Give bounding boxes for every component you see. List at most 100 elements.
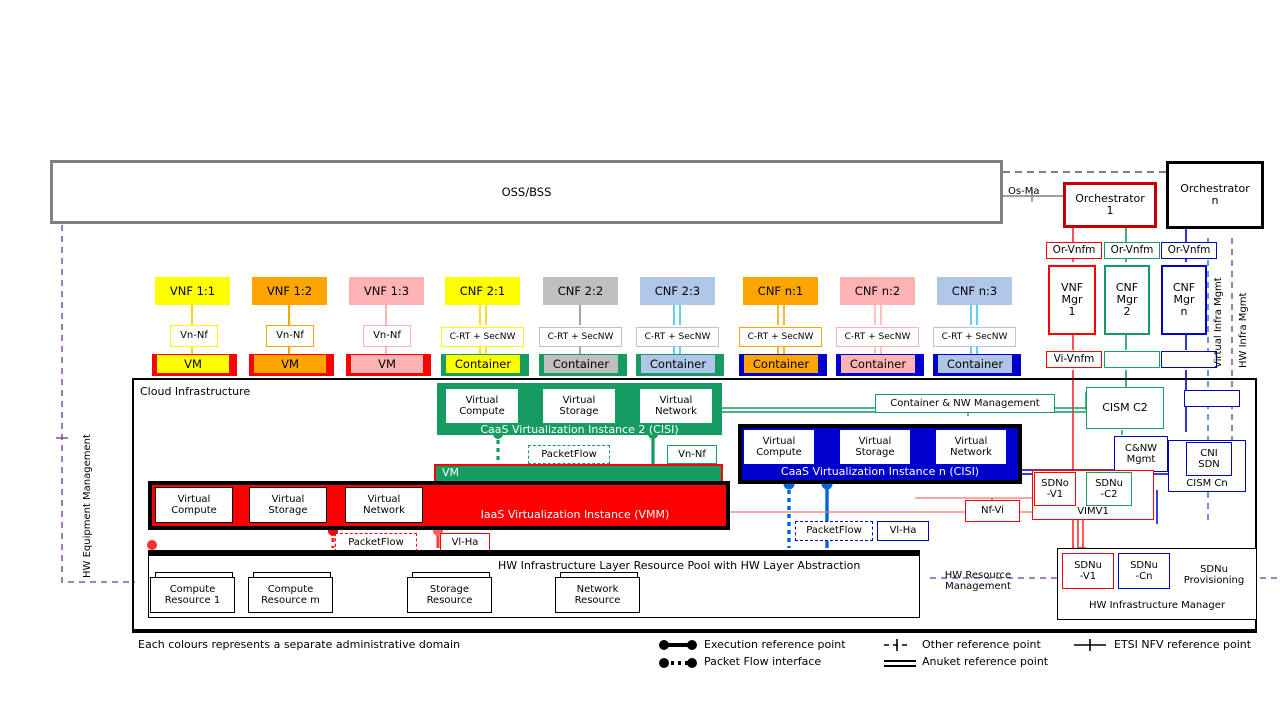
cnw-mgmt-box[interactable]: C&NW Mgmt [1114,436,1168,472]
vmm-virtual-network[interactable]: Virtual Network [345,487,423,523]
cisi2-packetflow-box[interactable]: PacketFlow [528,445,610,464]
cisin-packetflow-box[interactable]: PacketFlow [795,521,873,541]
cni-sdn-box[interactable]: CNI SDN [1186,442,1232,476]
c-rt-secnw-box-5[interactable]: C-RT + SecNW [836,327,919,347]
compute-resource-m-l1: Compute [267,583,314,595]
legend-anuket-reference-point-label: Anuket reference point [922,655,1049,668]
vmm-vn-l2: Network [363,505,405,516]
sdnu-c2-box[interactable]: SDNu -C2 [1086,472,1132,506]
vmm-virtual-storage[interactable]: Virtual Storage [249,487,327,523]
c-rt-secnw-box-3[interactable]: C-RT + SecNW [636,327,719,347]
vn-nf-box-2[interactable]: Vn-Nf [266,325,314,347]
ossbss-label: OSS/BSS [501,184,552,199]
cisi2-title: CaaS Virtualization Instance 2 (CISI) [480,422,679,436]
or-vnfm-red-box[interactable]: Or-Vnfm [1046,242,1102,259]
vnf-mgr-1-box[interactable]: VNF Mgr 1 [1048,265,1096,335]
c-rt-secnw-box-1[interactable]: C-RT + SecNW [441,327,524,347]
vnf-1-2-box[interactable]: VNF 1:2 [252,277,327,305]
vnf-1-3-box[interactable]: VNF 1:3 [349,277,424,305]
vm-strip-3[interactable]: VM [351,355,423,373]
cnf-mgr-n-l1: CNF [1172,280,1196,294]
cisi2-vn-nf-box[interactable]: Vn-Nf [667,445,717,464]
cisi2-vn-nf-label: Vn-Nf [678,448,706,460]
container-strip-4[interactable]: Container [744,355,818,373]
cisin-virtual-network[interactable]: Virtual Network [936,430,1006,464]
cism-c2-label: CISM C2 [1102,400,1148,414]
c-rt-secnw-label-2: C-RT + SecNW [547,331,614,342]
c-rt-secnw-box-4[interactable]: C-RT + SecNW [739,327,822,347]
cnf-n-1-label: CNF n:1 [757,283,804,298]
orchestrator-n-box[interactable]: Orchestrator n [1166,161,1264,229]
sdnu-v1-box[interactable]: SDNu -V1 [1062,553,1114,589]
cisin-vl-ha-label: Vl-Ha [889,525,917,537]
or-vnfm-red-label: Or-Vnfm [1052,243,1096,256]
vn-nf-box-1[interactable]: Vn-Nf [170,325,218,347]
compute-resource-1[interactable]: Compute Resource 1 [150,577,235,613]
vnf-1-1-label: VNF 1:1 [169,283,216,298]
c-rt-secnw-label-5: C-RT + SecNW [844,331,911,342]
cnf-mgr-2-l2: Mgr [1116,292,1138,306]
vm-strip-2[interactable]: VM [254,355,326,373]
virtual-infra-mgmt-label: Virtual Infra Mgmt [1213,277,1224,368]
c-rt-secnw-box-2[interactable]: C-RT + SecNW [539,327,622,347]
compute-resource-m[interactable]: Compute Resource m [248,577,333,613]
cisin-virtual-storage[interactable]: Virtual Storage [840,430,910,464]
container-nw-management-label: Container & NW Management [890,397,1040,409]
vmm-vs-l1: Virtual [271,493,305,505]
vn-nf-box-3[interactable]: Vn-Nf [363,325,411,347]
sdnu-v1-l2: -V1 [1079,571,1097,582]
cisi2-virtual-storage[interactable]: Virtual Storage [543,389,615,423]
vmm-block[interactable] [152,485,726,526]
vi-vnfm-green-box[interactable] [1104,351,1160,368]
cnf-mgr-2-box[interactable]: CNF Mgr 2 [1104,265,1150,335]
sdno-v1-l2: -V1 [1046,489,1064,500]
vi-vnfm-red-label: Vi-Vnfm [1053,352,1095,365]
nf-vi-box[interactable]: Nf-Vi [965,500,1020,522]
cnf-n-3-box[interactable]: CNF n:3 [937,277,1012,305]
cism-c2-box[interactable]: CISM C2 [1086,387,1164,429]
vi-vnfm-red-box[interactable]: Vi-Vnfm [1046,351,1102,368]
cnf-2-2-box[interactable]: CNF 2:2 [543,277,618,305]
or-vnfm-blue-box[interactable]: Or-Vnfm [1161,242,1217,259]
cisin-virtual-compute[interactable]: Virtual Compute [744,430,814,464]
container-nw-management-box[interactable]: Container & NW Management [875,394,1055,413]
ossbss-box[interactable]: OSS/BSS [50,160,1003,224]
cnf-mgr-n-lower-box[interactable] [1184,390,1240,407]
vn-nf-label-1: Vn-Nf [180,330,208,342]
container-strip-3[interactable]: Container [641,355,715,373]
vnf-1-3-label: VNF 1:3 [363,283,410,298]
cisin-vc-l1: Virtual [762,435,796,447]
network-resource[interactable]: Network Resource [555,577,640,613]
vm-strip-1[interactable]: VM [157,355,229,373]
c-rt-secnw-box-6[interactable]: C-RT + SecNW [933,327,1016,347]
sdnu-v1-l1: SDNu [1074,559,1102,571]
container-strip-6-label: Container [946,356,1004,371]
cnf-2-2-label: CNF 2:2 [557,283,604,298]
vmm-virtual-compute[interactable]: Virtual Compute [155,487,233,523]
cisin-vl-ha-box[interactable]: Vl-Ha [877,521,929,541]
hw-resource-mgmt-l1: HW Resource [944,569,1012,581]
orchestrator-1-box[interactable]: Orchestrator 1 [1063,182,1157,228]
storage-resource[interactable]: Storage Resource [407,577,492,613]
container-strip-1[interactable]: Container [446,355,520,373]
sdnu-cn-box[interactable]: SDNu -Cn [1118,553,1170,589]
or-vnfm-green-box[interactable]: Or-Vnfm [1104,242,1160,259]
cnf-n-1-box[interactable]: CNF n:1 [743,277,818,305]
cisi2-virtual-compute[interactable]: Virtual Compute [446,389,518,423]
sdno-v1-box[interactable]: SDNo -V1 [1034,472,1076,506]
cisi2-vn-l2: Network [655,406,697,417]
vnf-1-1-box[interactable]: VNF 1:1 [155,277,230,305]
container-strip-2[interactable]: Container [544,355,618,373]
nf-vi-label: Nf-Vi [981,505,1004,517]
cisi2-virtual-network[interactable]: Virtual Network [640,389,712,423]
vi-vnfm-blue-box[interactable] [1161,351,1217,368]
cnf-2-3-box[interactable]: CNF 2:3 [640,277,715,305]
container-strip-6[interactable]: Container [938,355,1012,373]
cnf-2-1-box[interactable]: CNF 2:1 [445,277,520,305]
cnf-n-2-box[interactable]: CNF n:2 [840,277,915,305]
vmm-vn-l1: Virtual [367,493,401,505]
container-strip-5[interactable]: Container [841,355,915,373]
sdnu-provisioning-box[interactable]: SDNu Provisioning [1176,557,1252,593]
cnf-mgr-n-box[interactable]: CNF Mgr n [1161,265,1207,335]
